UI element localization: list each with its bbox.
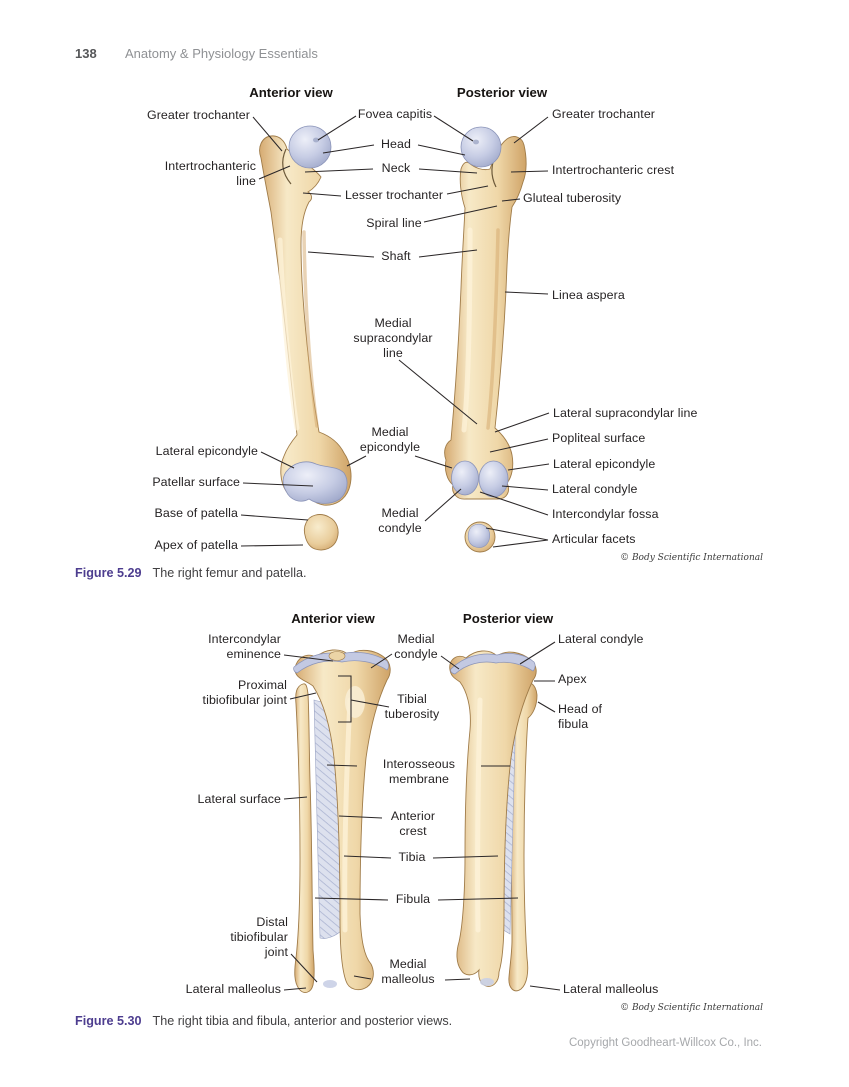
label-intercondylar-eminence: Intercondylar eminence xyxy=(208,632,281,661)
label-proximal-tibiofibular-joint: Proximal tibiofibular joint xyxy=(202,678,287,707)
label-lateral-supracondylar-line: Lateral supracondylar line xyxy=(553,406,698,420)
fig530-caption: Figure 5.30 The right tibia and fibula, a… xyxy=(75,1014,452,1028)
tibia-fibula-anterior-illustration xyxy=(293,649,391,993)
label-gluteal-tuberosity: Gluteal tuberosity xyxy=(523,191,622,205)
label-articular-facets: Articular facets xyxy=(552,532,636,546)
page-number: 138 xyxy=(75,46,97,61)
label-base-of-patella: Base of patella xyxy=(154,506,238,520)
label-lateral-surface: Lateral surface xyxy=(197,792,281,806)
tibia-fibula-posterior-illustration xyxy=(449,650,538,992)
label-intertrochanteric-crest: Intertrochanteric crest xyxy=(552,163,675,177)
patella-anterior-illustration xyxy=(304,514,339,551)
label-spiral-line: Spiral line xyxy=(366,216,422,230)
label-head-of-fibula: Head of fibula xyxy=(558,702,603,731)
fig529-caption-text: The right femur and patella. xyxy=(152,566,307,580)
label-fovea-capitis: Fovea capitis xyxy=(357,107,433,121)
label-greater-trochanter-posterior: Greater trochanter xyxy=(552,107,656,121)
tibial-tuberosity-bracket xyxy=(338,675,352,723)
femur-posterior-illustration xyxy=(444,126,527,500)
label-apex-of-patella: Apex of patella xyxy=(154,538,238,552)
label-popliteal-surface: Popliteal surface xyxy=(552,431,646,445)
label-distal-tibiofibular-joint: Distal tibiofibular joint xyxy=(230,915,288,959)
label-medial-condyle: Medial condyle xyxy=(378,506,422,535)
fig530-credit: © Body Scientific International xyxy=(620,1003,763,1013)
fig529-anterior-view-title: Anterior view xyxy=(249,85,333,100)
label-medial-supracondylar-line: Medial supracondylar line xyxy=(353,316,433,360)
label-interosseous-membrane: Interosseous membrane xyxy=(382,757,456,786)
label-intercondylar-fossa: Intercondylar fossa xyxy=(552,507,659,521)
label-anterior-crest: Anterior crest xyxy=(390,809,436,838)
label-medial-epicondyle: Medial epicondyle xyxy=(359,425,421,454)
label-fibula: Fibula xyxy=(395,892,431,906)
label-lateral-malleolus-anterior: Lateral malleolus xyxy=(185,982,281,996)
publisher-copyright: Copyright Goodheart-Willcox Co., Inc. xyxy=(568,1037,762,1049)
label-medial-malleolus: Medial malleolus xyxy=(381,957,435,986)
label-greater-trochanter-anterior: Greater trochanter xyxy=(146,108,250,122)
fig530-anterior-view-title: Anterior view xyxy=(291,611,375,626)
label-lateral-epicondyle-posterior: Lateral epicondyle xyxy=(553,457,656,471)
femur-anterior-illustration xyxy=(259,125,352,506)
label-head: Head xyxy=(380,137,412,151)
fig530-caption-text: The right tibia and fibula, anterior and… xyxy=(152,1014,453,1028)
fig529-caption-label: Figure 5.29 xyxy=(75,566,142,580)
label-intertrochanteric-line: Intertrochanteric line xyxy=(164,159,256,188)
label-lateral-malleolus-posterior: Lateral malleolus xyxy=(563,982,659,996)
book-title: Anatomy & Physiology Essentials xyxy=(125,46,318,61)
label-patellar-surface: Patellar surface xyxy=(152,475,240,489)
patella-posterior-illustration xyxy=(464,521,496,553)
fig530-caption-label: Figure 5.30 xyxy=(75,1014,142,1028)
label-apex: Apex xyxy=(558,672,587,686)
leader-lines-fig530 xyxy=(283,641,561,991)
label-shaft: Shaft xyxy=(381,249,411,263)
label-linea-aspera: Linea aspera xyxy=(552,288,625,302)
label-tibial-tuberosity: Tibial tuberosity xyxy=(384,692,440,721)
fig529-caption: Figure 5.29 The right femur and patella. xyxy=(75,566,307,580)
fig530-posterior-view-title: Posterior view xyxy=(462,611,554,626)
label-medial-condyle-530: Medial condyle xyxy=(394,632,438,661)
label-lateral-epicondyle-anterior: Lateral epicondyle xyxy=(155,444,258,458)
fig529-posterior-view-title: Posterior view xyxy=(456,85,548,100)
label-neck: Neck xyxy=(381,161,411,175)
label-lateral-condyle-530: Lateral condyle xyxy=(558,632,644,646)
label-lesser-trochanter: Lesser trochanter xyxy=(344,188,444,202)
fig529-credit: © Body Scientific International xyxy=(620,553,763,563)
leader-lines-fig529 xyxy=(240,115,550,548)
label-tibia: Tibia xyxy=(398,850,426,864)
label-lateral-condyle: Lateral condyle xyxy=(552,482,638,496)
